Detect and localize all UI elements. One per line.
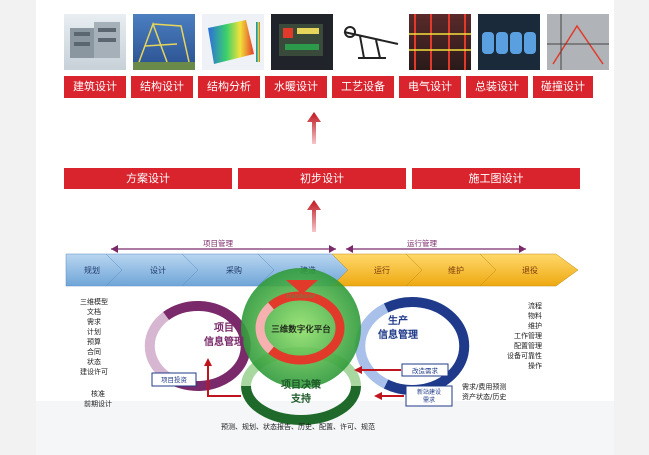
- stage-label: 维护: [448, 265, 464, 275]
- left-list-item: 状态: [87, 357, 101, 366]
- arrow-head: [374, 392, 382, 400]
- stage-label: 设计: [150, 265, 166, 275]
- right-list-item: 操作: [528, 361, 542, 370]
- project-info-title-1: 项目: [214, 322, 234, 334]
- ops-mgmt-label: 运行管理: [407, 238, 437, 248]
- left-list-item: 计划: [87, 327, 101, 336]
- platform-label: 三维数字化平台: [271, 324, 331, 335]
- left-list-item: 三维模型: [80, 297, 108, 306]
- new-build-box: 新站建设 需求: [405, 385, 453, 407]
- left-bottom-item: 核准: [91, 389, 105, 398]
- left-list-item: 建设许可: [80, 367, 108, 376]
- svg-text:改造需求: 改造需求: [412, 366, 439, 375]
- arrow-up-icon: [307, 112, 321, 144]
- discipline-label: 电气设计: [399, 76, 461, 98]
- discipline-label: 总装设计: [466, 76, 528, 98]
- right-bottom-item: 需求/费用预测: [462, 382, 506, 391]
- process-equipment-image: [340, 14, 402, 70]
- lifecycle-diagram: 项目管理 运行管理 规划 设计 采购 建造 运行 维护 退役: [36, 238, 614, 455]
- production-info-title-1: 生产: [388, 314, 408, 327]
- project-mgmt-arrow: [111, 245, 336, 253]
- stage-label: 运行: [374, 265, 390, 275]
- floor-reflection: [36, 401, 614, 455]
- svg-text:需求: 需求: [423, 396, 435, 404]
- discipline-label: 工艺设备: [332, 76, 394, 98]
- project-info-title-2: 信息管理: [204, 335, 244, 348]
- red-ring: [268, 291, 345, 365]
- project-invest-box: 项目投资: [151, 372, 197, 387]
- assembly-model-image: [478, 14, 540, 70]
- stage-label: 规划: [84, 265, 100, 275]
- right-list-item: 维护: [528, 321, 542, 330]
- arrow-up-icon: [307, 200, 321, 232]
- decision-title-1: 项目决策: [281, 378, 322, 391]
- bottom-text: 预测、规划、状态报告、历史、配置、许可、规范: [221, 422, 375, 431]
- discipline-label: 碰撞设计: [533, 76, 593, 98]
- left-list-item: 合同: [87, 347, 101, 356]
- right-list-item: 配置管理: [514, 341, 542, 350]
- structure-model-image: [133, 14, 195, 70]
- red-ring-light: [255, 302, 275, 354]
- left-list: 三维模型 文档 需求 计划 预算 合同 状态 建设许可: [80, 297, 108, 376]
- svg-text:新站建设: 新站建设: [417, 388, 441, 396]
- left-list-item: 需求: [87, 317, 101, 326]
- left-list-item: 预算: [87, 337, 101, 346]
- discipline-label: 结构分析: [198, 76, 260, 98]
- blue-ring-light: [355, 303, 389, 389]
- decision-title-2: 支持: [290, 392, 311, 405]
- arrow-head: [204, 358, 212, 366]
- page: 建筑设计 结构设计 结构分析 水暖设计 工艺设备 电气设计 总装设计 碰撞设计 …: [36, 0, 614, 455]
- change-req-box: 改造需求: [401, 363, 449, 377]
- clash-detection-image: [547, 14, 609, 70]
- left-bottom-item: 前期设计: [84, 399, 112, 408]
- right-list-item: 工作管理: [514, 331, 542, 340]
- production-info-title-2: 信息管理: [378, 328, 418, 341]
- arrow-head: [354, 366, 362, 374]
- phase-label: 初步设计: [238, 168, 406, 189]
- phase-label: 方案设计: [64, 168, 232, 189]
- right-list-item: 设备可靠性: [507, 351, 542, 360]
- discipline-label: 水暖设计: [265, 76, 327, 98]
- right-list-item: 流程: [528, 301, 542, 310]
- ops-mgmt-arrow: [346, 245, 526, 253]
- red-ring-arrow: [286, 280, 318, 294]
- phase-label: 施工图设计: [412, 168, 580, 189]
- discipline-row: 建筑设计 结构设计 结构分析 水暖设计 工艺设备 电气设计 总装设计 碰撞设计: [36, 76, 614, 100]
- purple-ring-light: [144, 311, 170, 381]
- svg-text:项目投资: 项目投资: [161, 375, 188, 384]
- stage-chevron-retire: [479, 253, 579, 287]
- electrical-model-image: [409, 14, 471, 70]
- production-info-cycle: [355, 297, 470, 395]
- structure-analysis-image: [202, 14, 264, 70]
- building-model-image: [64, 14, 126, 70]
- left-list-item: 文档: [87, 307, 101, 316]
- right-list: 流程 物料 维护 工作管理 配置管理 设备可靠性 操作: [507, 301, 542, 370]
- stage-label: 采购: [226, 265, 242, 275]
- discipline-label: 结构设计: [131, 76, 193, 98]
- project-mgmt-label: 项目管理: [203, 238, 233, 248]
- discipline-label: 建筑设计: [64, 76, 126, 98]
- green-ring-bottom: [241, 385, 361, 425]
- discipline-thumbnails: [64, 14, 614, 72]
- platform-watermark: Handover: [286, 293, 316, 300]
- right-list-item: 物料: [528, 311, 542, 320]
- stage-label: 退役: [522, 265, 538, 275]
- right-bottom-item: 资产状态/历史: [462, 392, 506, 401]
- platform-center: [241, 268, 361, 388]
- hvac-model-image: [271, 14, 333, 70]
